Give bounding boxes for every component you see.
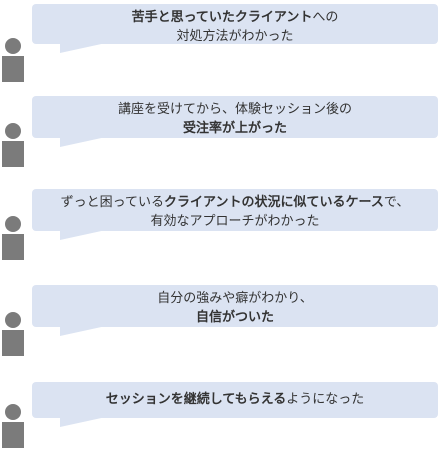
bubble-text: 自分の強みや癖がわかり、 [157, 291, 313, 306]
bubble-text: への [312, 10, 339, 25]
speech-bubble: 講座を受けてから、体験セッション後の 受注率が上がった [32, 96, 438, 147]
bubble-tail [60, 43, 106, 53]
speech-bubble: 苦手と思っていたクライアントへの 対処方法がわかった [32, 4, 438, 53]
bubble-tail [60, 230, 106, 240]
bubble-line: セッションを継続してもらえるようになった [38, 390, 432, 409]
person-icon [2, 38, 26, 82]
person-icon [2, 123, 26, 167]
bubble-tail [60, 326, 106, 336]
person-icon [2, 312, 26, 356]
bubble-line: ずっと困っているクライアントの状況に似ているケースで、 [38, 193, 432, 212]
bubble-text: 有効なアプローチがわかった [150, 214, 320, 229]
bubble-text: 対処方法がわかった [176, 29, 294, 44]
bubble-tail [60, 417, 106, 427]
highlight-text: 受注率が上がった [182, 121, 287, 136]
highlight-text: 自信がついた [195, 310, 274, 325]
bubble-tail [60, 137, 106, 147]
bubble-text: で、 [383, 195, 410, 210]
bubble-line: 苦手と思っていたクライアントへの [38, 8, 432, 27]
bubble-text: ずっと困っている [60, 195, 165, 210]
person-icon [2, 216, 26, 260]
bubble-text: 講座を受けてから、体験セッション後の [117, 102, 352, 117]
highlight-text: セッションを継続してもらえる [105, 392, 287, 407]
speech-bubble: ずっと困っているクライアントの状況に似ているケースで、 有効なアプローチがわかっ… [32, 189, 438, 240]
bubble-text: ようになった [286, 392, 365, 407]
highlight-text: クライアントの状況に似ているケース [164, 195, 384, 210]
speech-bubble: 自分の強みや癖がわかり、 自信がついた [32, 285, 438, 336]
speech-bubble: セッションを継続してもらえるようになった [32, 382, 438, 427]
person-icon [2, 404, 26, 448]
highlight-text: 苦手と思っていたクライアント [131, 10, 313, 25]
